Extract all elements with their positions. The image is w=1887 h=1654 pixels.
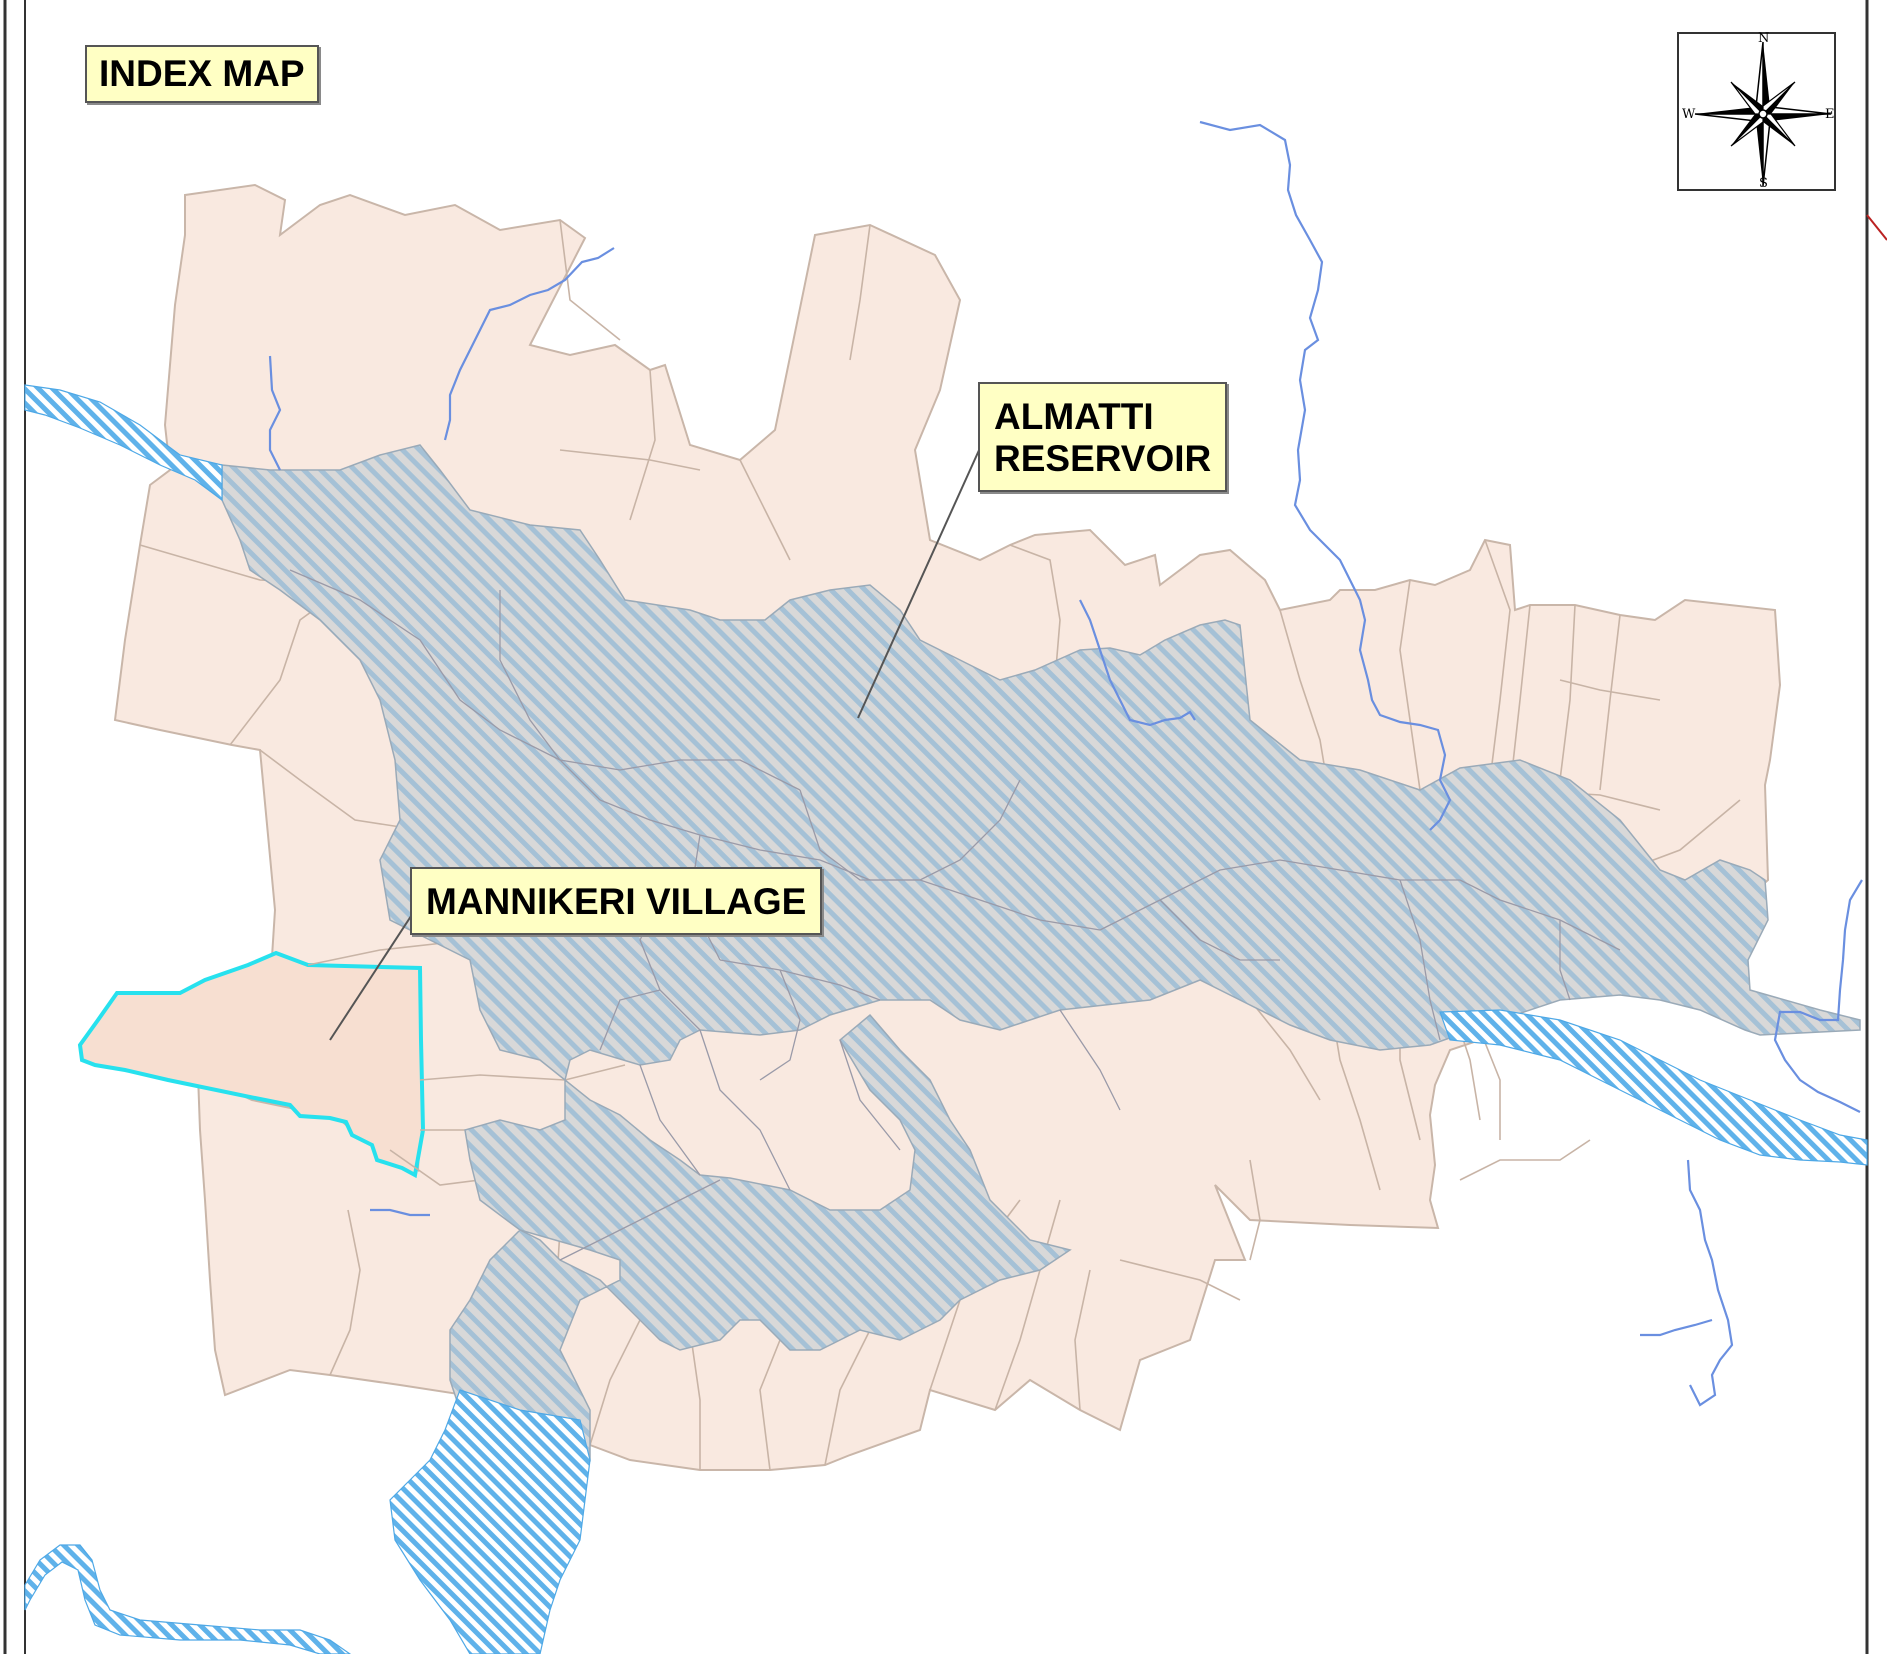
compass-star-icon — [1694, 41, 1832, 187]
almatti-reservoir[interactable] — [221, 444, 1861, 1462]
reservoir-boundaries — [289, 569, 1621, 1261]
almatti-reservoir-label: ALMATTI RESERVOIR — [978, 382, 1228, 492]
compass-north-label: N — [1758, 31, 1770, 46]
index-map-title: INDEX MAP — [85, 45, 319, 103]
streams — [268, 120, 1863, 1407]
compass-south-label: S — [1759, 176, 1768, 191]
compass-east-label: E — [1825, 107, 1835, 122]
river-east — [1439, 1009, 1868, 1166]
almatti-reservoir-label-line1: ALMATTI — [994, 396, 1154, 437]
compass-rose: N S E W — [1677, 32, 1836, 191]
reservoir-leader-line — [857, 447, 981, 719]
river-southwest — [24, 1544, 352, 1654]
almatti-reservoir-label-line2: RESERVOIR — [994, 438, 1212, 479]
mannikeri-village-label: MANNIKERI VILLAGE — [410, 867, 823, 935]
mannikeri-village-highlight[interactable] — [77, 950, 426, 1179]
frame-corner-mark — [1866, 214, 1887, 241]
river-south — [389, 1389, 591, 1654]
village-leader-line — [329, 909, 416, 1041]
compass-west-label: W — [1682, 107, 1696, 122]
river-northwest — [24, 384, 223, 502]
